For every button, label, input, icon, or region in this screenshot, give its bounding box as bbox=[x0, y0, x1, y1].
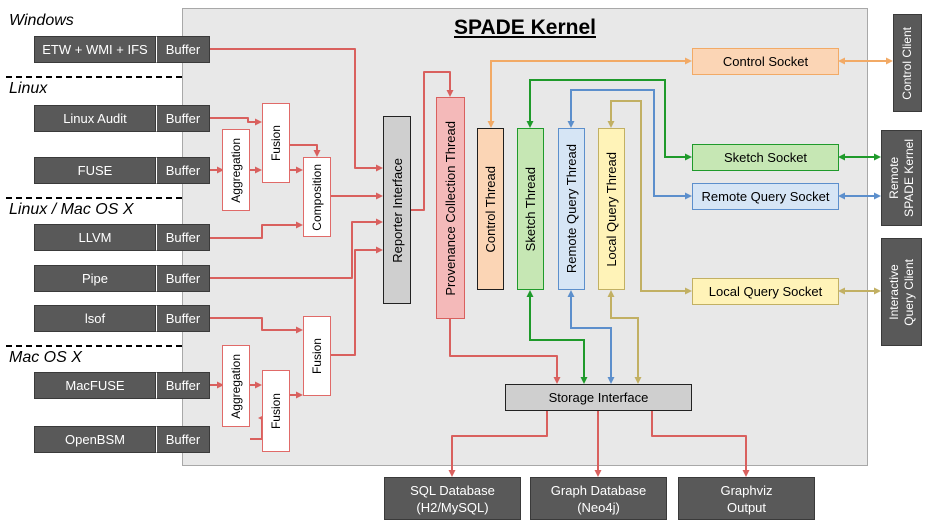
buffer-box: Buffer bbox=[156, 305, 210, 332]
reporter-linux-audit: Linux Audit bbox=[34, 105, 156, 132]
local-query-socket: Local Query Socket bbox=[692, 278, 839, 305]
buffer-box: Buffer bbox=[156, 36, 210, 63]
reporter-openbsm: OpenBSM bbox=[34, 426, 156, 453]
storage-interface: Storage Interface bbox=[505, 384, 692, 411]
kernel-title: SPADE Kernel bbox=[454, 16, 596, 39]
remote-query-thread: Remote Query Thread bbox=[558, 128, 585, 290]
control-client: Control Client bbox=[893, 14, 922, 112]
platform-linux-mac-label: Linux / Mac OS X bbox=[9, 201, 134, 218]
platform-mac-label: Mac OS X bbox=[9, 349, 82, 366]
filter-fusion: Fusion bbox=[262, 103, 290, 183]
platform-separator bbox=[6, 76, 182, 78]
reporter-macfuse: MacFUSE bbox=[34, 372, 156, 399]
remote-query-socket: Remote Query Socket bbox=[692, 183, 839, 210]
graph-database: Graph Database(Neo4j) bbox=[530, 477, 667, 520]
provenance-collection-thread: Provenance Collection Thread bbox=[436, 97, 465, 319]
sketch-socket: Sketch Socket bbox=[692, 144, 839, 171]
filter-aggregation: Aggregation bbox=[222, 345, 250, 427]
filter-fusion: Fusion bbox=[262, 370, 290, 452]
buffer-box: Buffer bbox=[156, 157, 210, 184]
reporter-pipe: Pipe bbox=[34, 265, 156, 292]
reporter-etw: ETW + WMI + IFS bbox=[34, 36, 156, 63]
buffer-box: Buffer bbox=[156, 372, 210, 399]
reporter-fuse: FUSE bbox=[34, 157, 156, 184]
local-query-thread: Local Query Thread bbox=[598, 128, 625, 290]
buffer-box: Buffer bbox=[156, 105, 210, 132]
reporter-llvm: LLVM bbox=[34, 224, 156, 251]
reporter-interface: Reporter Interface bbox=[383, 116, 411, 304]
filter-fusion: Fusion bbox=[303, 316, 331, 396]
platform-windows-label: Windows bbox=[9, 12, 74, 29]
platform-separator bbox=[6, 197, 182, 199]
platform-separator bbox=[6, 345, 182, 347]
reporter-lsof: lsof bbox=[34, 305, 156, 332]
buffer-box: Buffer bbox=[156, 265, 210, 292]
platform-linux-label: Linux bbox=[9, 80, 48, 97]
control-thread: Control Thread bbox=[477, 128, 504, 290]
sketch-thread: Sketch Thread bbox=[517, 128, 544, 290]
filter-composition: Composition bbox=[303, 157, 331, 237]
sql-database: SQL Database(H2/MySQL) bbox=[384, 477, 521, 520]
buffer-box: Buffer bbox=[156, 426, 210, 453]
buffer-box: Buffer bbox=[156, 224, 210, 251]
control-socket: Control Socket bbox=[692, 48, 839, 75]
filter-aggregation: Aggregation bbox=[222, 129, 250, 211]
